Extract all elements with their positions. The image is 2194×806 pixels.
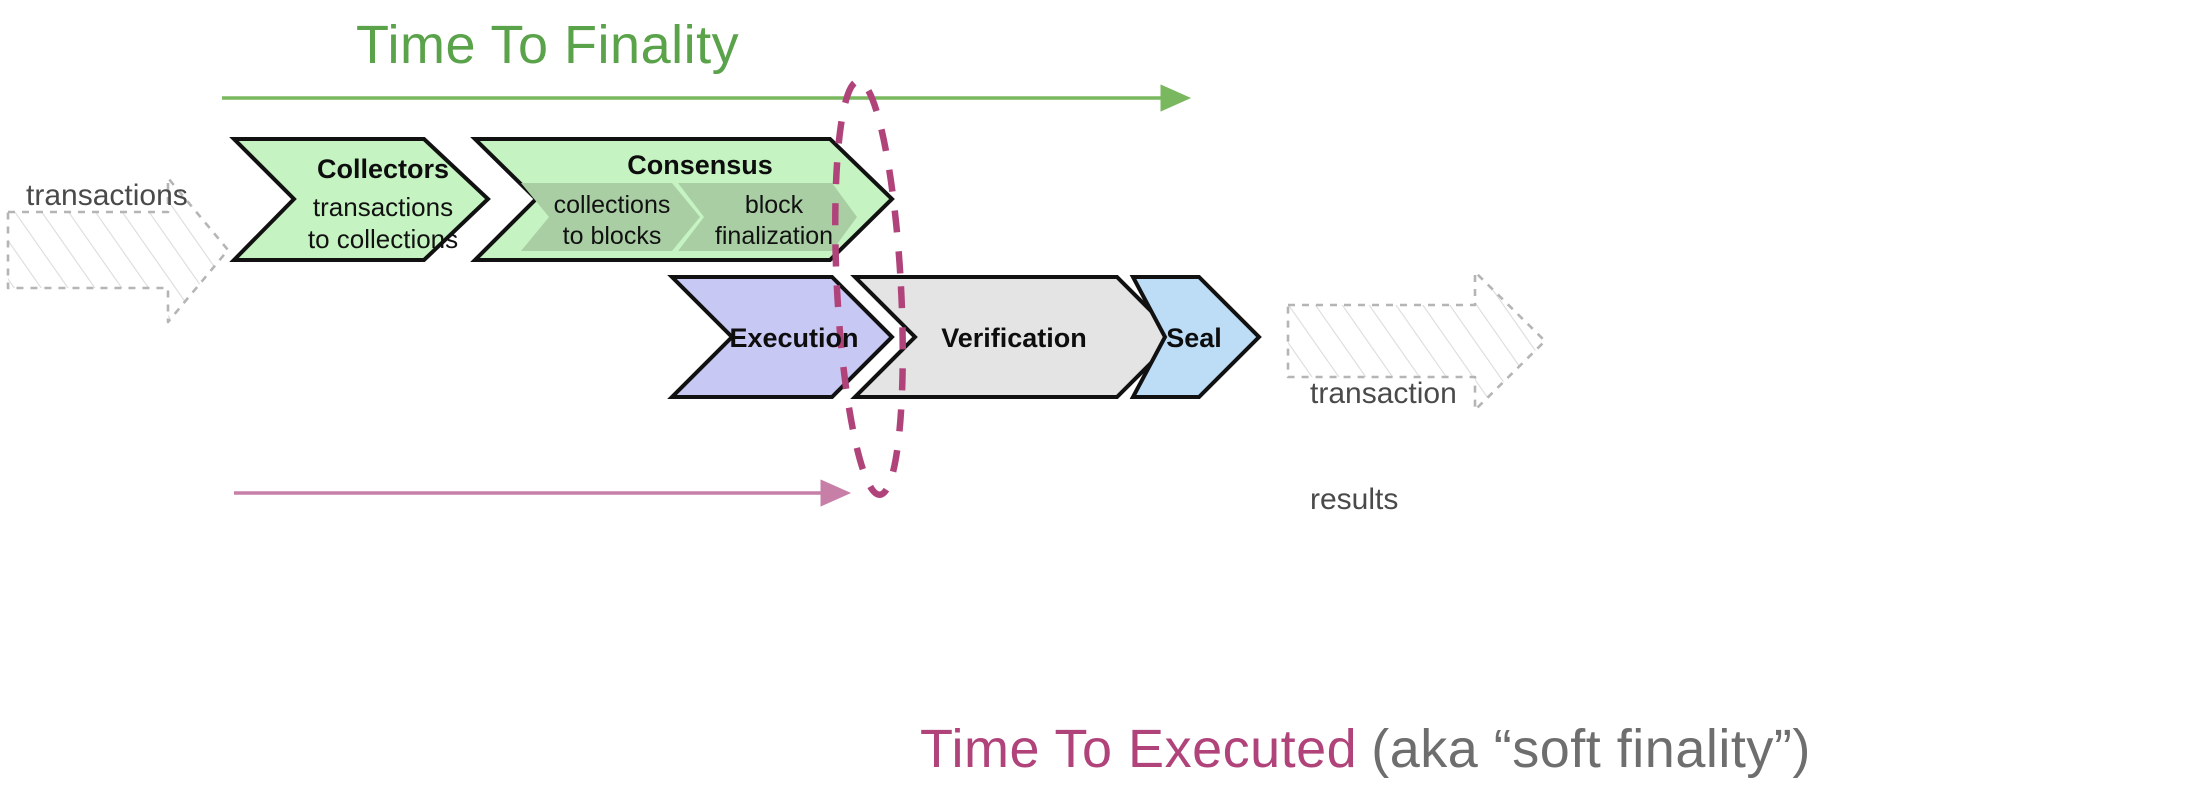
chevron-verification[interactable] — [850, 275, 1180, 399]
transactions-input-arrow — [6, 176, 230, 324]
chevron-seal[interactable] — [1129, 275, 1262, 399]
transaction-results-output-arrow — [1286, 270, 1547, 412]
finality-boundary-ellipse — [832, 78, 906, 498]
sub-chevron-collections-to-blocks — [521, 183, 700, 251]
time-to-executed-title: Time To Executed — [920, 719, 1358, 779]
chevron-consensus[interactable] — [470, 137, 895, 262]
time-to-executed-subtitle: (aka “soft finality”) — [1371, 719, 1811, 779]
chevron-collectors[interactable] — [229, 137, 491, 262]
chevron-execution[interactable] — [667, 275, 895, 399]
sub-chevron-block-finalization — [678, 183, 857, 251]
time-to-executed-title-wrap: Time To Executed (aka “soft finality”) — [920, 718, 1811, 780]
